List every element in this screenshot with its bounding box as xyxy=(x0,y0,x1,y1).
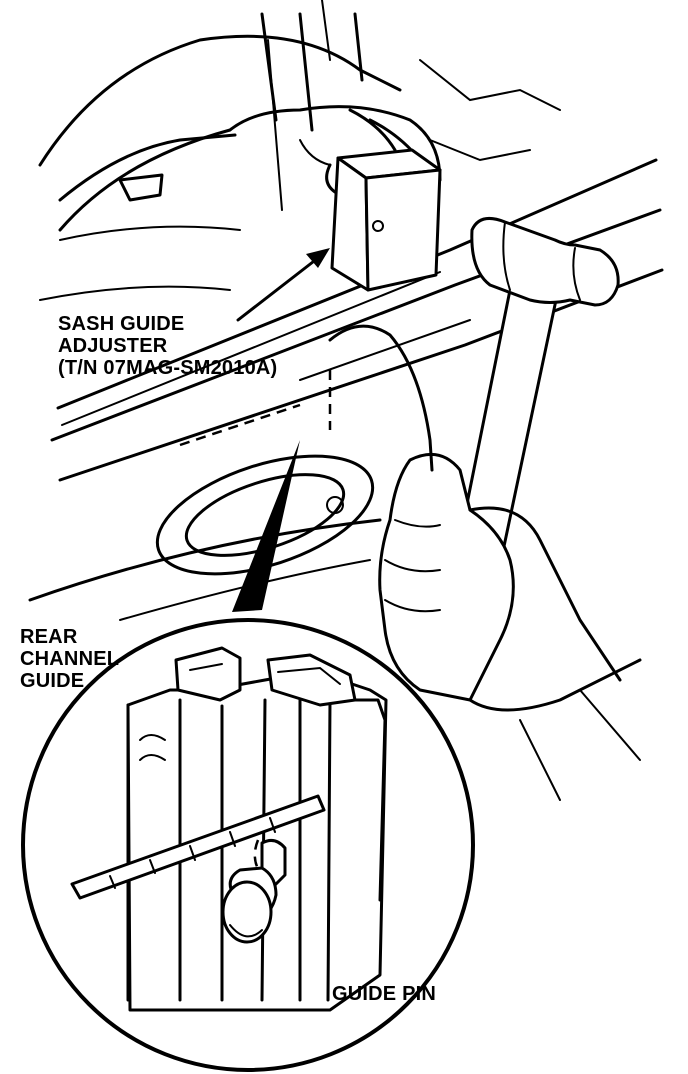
sash-guide-adjuster-block xyxy=(330,148,442,292)
sash-guide-label-line-2: ADJUSTER xyxy=(58,335,168,357)
sash-guide-label-line-3: (T/N 07MAG-SM2010A) xyxy=(58,357,278,379)
guide-pin-label-text: GUIDE PIN xyxy=(332,983,437,1005)
rear-channel-guide-label: REAR CHANNEL GUIDE xyxy=(20,626,119,692)
rear-channel-label-line-1: REAR xyxy=(20,626,78,648)
zoom-wedge xyxy=(232,440,300,612)
guide-pin-label: GUIDE PIN xyxy=(332,983,436,1005)
sash-guide-label-line-1: SASH GUIDE xyxy=(58,313,185,335)
detail-view xyxy=(21,618,475,1072)
door-panel xyxy=(28,0,664,621)
right-hand xyxy=(378,452,642,801)
adjuster-rod xyxy=(328,324,434,472)
hand-holding-adjuster xyxy=(38,34,442,232)
rear-channel-label-line-3: GUIDE xyxy=(20,670,85,692)
rear-channel-label-line-2: CHANNEL xyxy=(20,648,120,670)
sash-guide-adjuster-label: SASH GUIDE ADJUSTER (T/N 07MAG-SM2010A) xyxy=(58,313,277,379)
